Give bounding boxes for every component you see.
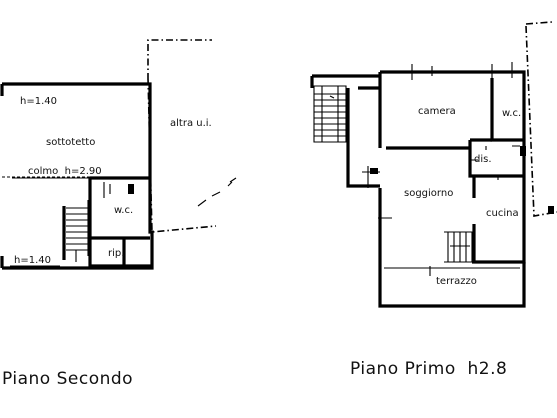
caption-piano-secondo: Piano Secondo	[2, 369, 133, 389]
entrance-walls	[310, 74, 380, 188]
external-staircase	[313, 85, 347, 143]
storage-walls	[88, 238, 152, 268]
plan-piano-primo	[310, 21, 557, 308]
label-storage: rip.	[108, 248, 124, 259]
label-ridge-height: colmo h=2.90	[28, 166, 102, 177]
label-hallway: dis.	[474, 154, 492, 165]
window-mark-wc	[520, 146, 526, 156]
label-height-top: h=1.40	[20, 96, 57, 107]
wc-window-mark	[128, 184, 134, 194]
boundary-hatch	[197, 177, 237, 207]
boundary-mark	[548, 206, 554, 214]
house-outer-wall	[378, 70, 526, 264]
bedroom-partition	[386, 140, 524, 178]
entrance-arrow	[370, 168, 378, 174]
plan-piano-secondo	[0, 39, 237, 270]
label-bathroom-primo: w.c.	[502, 108, 521, 119]
other-unit-boundary	[147, 39, 217, 233]
internal-staircase	[444, 231, 473, 263]
door-marks	[378, 145, 520, 276]
wc-door-opening	[103, 182, 111, 198]
label-terrace: terrazzo	[436, 276, 477, 287]
label-bathroom-secondo: w.c.	[114, 205, 133, 216]
label-height-bottom: h=1.40	[14, 255, 51, 266]
label-kitchen: cucina	[486, 208, 519, 219]
terrace-walls	[378, 262, 526, 308]
staircase-secondo	[62, 200, 89, 262]
caption-piano-primo: Piano Primo h2.8	[350, 359, 507, 379]
attic-outer-wall	[2, 82, 154, 270]
label-other-unit: altra u.i.	[170, 118, 212, 129]
label-attic: sottotetto	[46, 137, 95, 148]
label-living-room: soggiorno	[404, 188, 453, 199]
label-bedroom: camera	[418, 106, 456, 117]
top-wall-ticks	[411, 62, 513, 80]
neighbour-boundary	[525, 21, 557, 217]
